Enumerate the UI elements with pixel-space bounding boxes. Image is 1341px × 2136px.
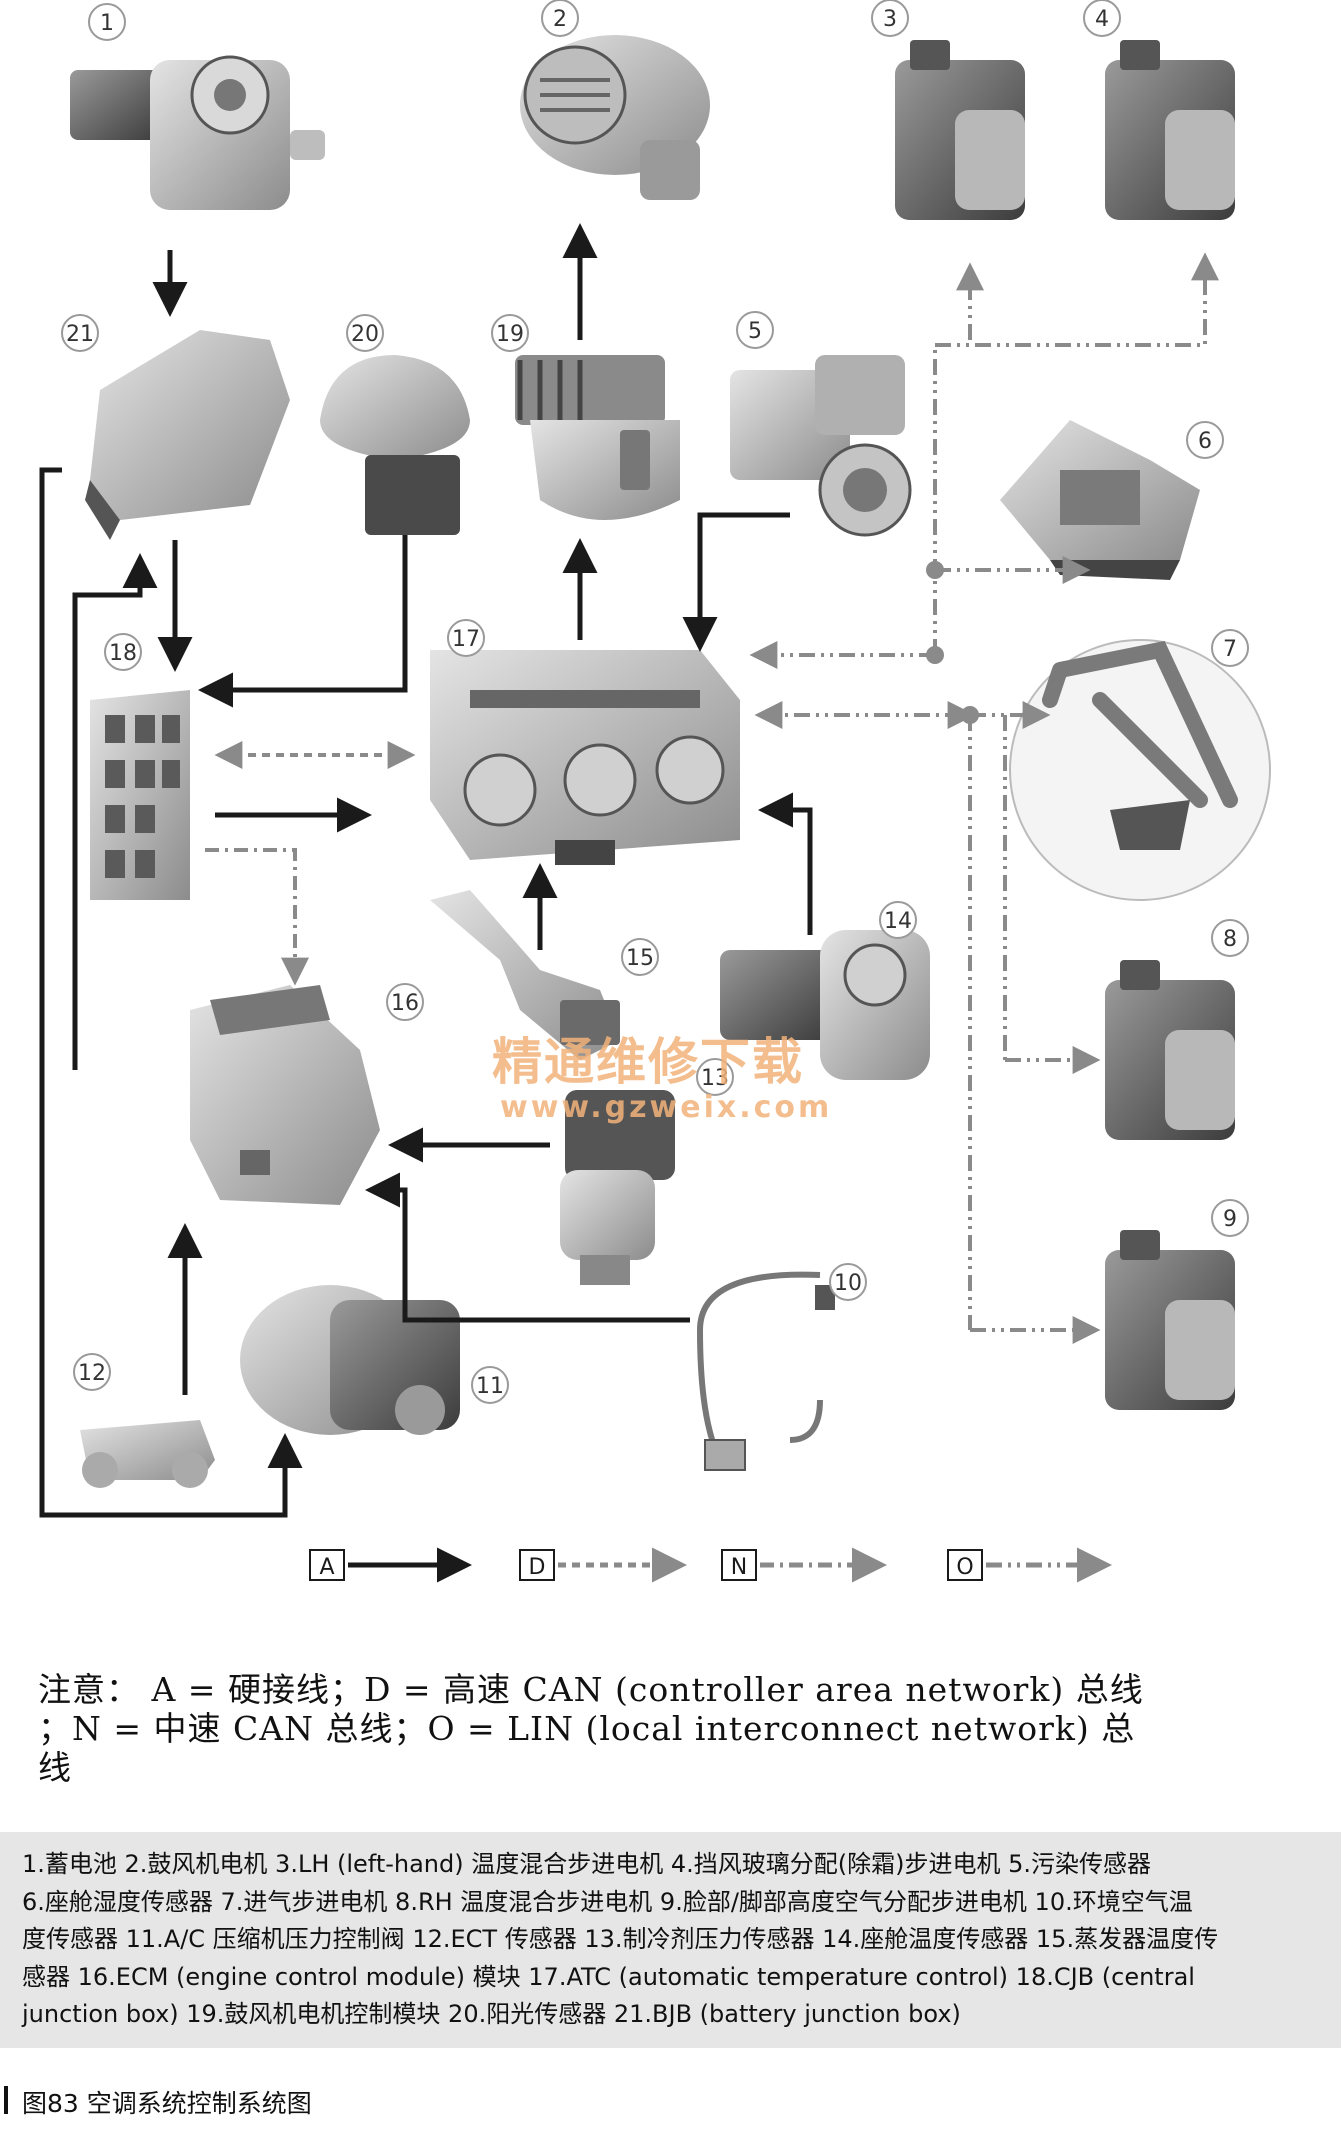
callout-number-2: 2 <box>553 7 567 32</box>
can-lin-connections <box>205 252 1219 1344</box>
watermark-text: 精通维修下载 <box>492 1033 804 1091</box>
legend-item-o: O <box>947 1547 1112 1583</box>
callout-circle-1 <box>88 3 126 41</box>
evaporator-temp-sensor-component <box>430 890 620 1060</box>
windshield-stepper-motor-component <box>1105 40 1235 220</box>
legend-item-a: A <box>309 1547 472 1583</box>
callout-circle-10 <box>829 1263 867 1301</box>
callout-number-18: 18 <box>109 641 137 666</box>
refrigerant-pressure-sensor-component <box>560 1090 675 1285</box>
intake-stepper-motor-component <box>1009 639 1271 901</box>
callout-circle-11 <box>471 1366 509 1404</box>
legend-key-o: O <box>956 1555 973 1580</box>
callout-number-7: 7 <box>1223 637 1237 662</box>
caption-line-3: 度传感器 11.A/C 压缩机压力控制阀 12.ECT 传感器 13.制冷剂压力… <box>22 1925 1219 1953</box>
ac-compressor-component <box>240 1285 460 1435</box>
callout-number-3: 3 <box>883 7 897 32</box>
battery-sensor-component <box>70 55 325 210</box>
callout-number-16: 16 <box>391 991 419 1016</box>
bjb-component <box>85 330 290 540</box>
callout-circle-15 <box>621 938 659 976</box>
callout-number-4: 4 <box>1095 7 1109 32</box>
legend-key-a: A <box>319 1555 334 1580</box>
callout-circle-9 <box>1211 1199 1249 1237</box>
caption-background <box>0 1832 1341 2048</box>
atc-module-component <box>430 650 740 865</box>
diagram-canvas: A D N O 12345678910111213141516171819202… <box>39 0 1271 1583</box>
ambient-temp-sensor-component <box>696 1271 835 1471</box>
legend-item-d: D <box>519 1547 687 1583</box>
callout-number-17: 17 <box>452 627 480 652</box>
callout-number-21: 21 <box>66 322 94 347</box>
lh-temp-stepper-motor-component <box>895 40 1025 220</box>
line-legend: A D N O <box>309 1547 1112 1583</box>
callout-circle-4 <box>1083 0 1121 37</box>
callout-number-13: 13 <box>701 1066 729 1091</box>
cjb-component <box>90 690 190 900</box>
note-block: 注意： A = 硬接线；D = 高速 CAN (controller area … <box>38 1670 1318 1787</box>
blower-control-module-component <box>515 355 680 520</box>
note-line-3: 线 <box>38 1748 72 1787</box>
caption-line-5: junction box) 19.鼓风机电机控制模块 20.阳光传感器 21.B… <box>22 2000 961 2028</box>
callout-circle-12 <box>73 1353 111 1391</box>
legend-key-n: N <box>731 1555 747 1580</box>
figure-title-bar <box>4 2086 8 2114</box>
ecm-component <box>190 985 380 1205</box>
component-caption: 1.蓄电池 2.鼓风机电机 3.LH (left-hand) 温度混合步进电机 … <box>22 1846 1327 2034</box>
callout-number-11: 11 <box>476 1374 504 1399</box>
callout-number-6: 6 <box>1198 429 1212 454</box>
callout-circle-17 <box>447 619 485 657</box>
hardwire-connections <box>39 223 813 1518</box>
humidity-sensor-component <box>1000 420 1200 580</box>
figure-title: 图83 空调系统控制系统图 <box>22 2089 312 2118</box>
callout-circle-20 <box>346 314 384 352</box>
pollution-sensor-component <box>730 355 912 537</box>
callout-number-5: 5 <box>748 319 762 344</box>
callout-number-1: 1 <box>100 11 114 36</box>
watermark: 精通维修下载 www.gzweix.com <box>492 1022 832 1125</box>
callout-number-9: 9 <box>1223 1207 1237 1232</box>
callout-circle-5 <box>736 311 774 349</box>
callout-circle-14 <box>879 901 917 939</box>
callout-circle-8 <box>1211 919 1249 957</box>
rh-temp-stepper-motor-component <box>1105 960 1235 1140</box>
legend-item-n: N <box>721 1547 887 1583</box>
callout-number-15: 15 <box>626 946 654 971</box>
callout-number-14: 14 <box>884 909 912 934</box>
callout-circle-3 <box>871 0 909 37</box>
callout-circle-6 <box>1186 421 1224 459</box>
watermark-url: www.gzweix.com <box>500 1090 833 1125</box>
blower-motor-component <box>520 35 710 200</box>
callout-circle-7 <box>1211 629 1249 667</box>
cabin-temp-sensor-component <box>720 930 930 1080</box>
callout-number-20: 20 <box>351 322 379 347</box>
callout-circle-18 <box>104 633 142 671</box>
sun-sensor-component <box>320 355 470 535</box>
note-line-2: ；N = 中速 CAN 总线；O = LIN (local interconne… <box>38 1709 1136 1748</box>
callout-number-8: 8 <box>1223 927 1237 952</box>
callout-number-19: 19 <box>496 322 524 347</box>
ect-sensor-component <box>80 1420 215 1488</box>
caption-line-4: 感器 16.ECM (engine control module) 模块 17.… <box>22 1962 1195 1991</box>
callout-number-12: 12 <box>78 1361 106 1386</box>
callout-circle-13 <box>696 1058 734 1096</box>
caption-line-1: 1.蓄电池 2.鼓风机电机 3.LH (left-hand) 温度混合步进电机 … <box>22 1850 1152 1878</box>
callout-circle-16 <box>386 983 424 1021</box>
note-line-1: 注意： A = 硬接线；D = 高速 CAN (controller area … <box>38 1670 1144 1709</box>
callout-circle-19 <box>491 314 529 352</box>
callout-circle-2 <box>541 0 579 37</box>
caption-line-2: 6.座舱湿度传感器 7.进气步进电机 8.RH 温度混合步进电机 9.脸部/脚部… <box>22 1887 1193 1916</box>
face-feet-stepper-motor-component <box>1105 1230 1235 1410</box>
legend-key-d: D <box>529 1555 546 1580</box>
callout-number-10: 10 <box>834 1271 862 1296</box>
callout-circle-21 <box>61 314 99 352</box>
